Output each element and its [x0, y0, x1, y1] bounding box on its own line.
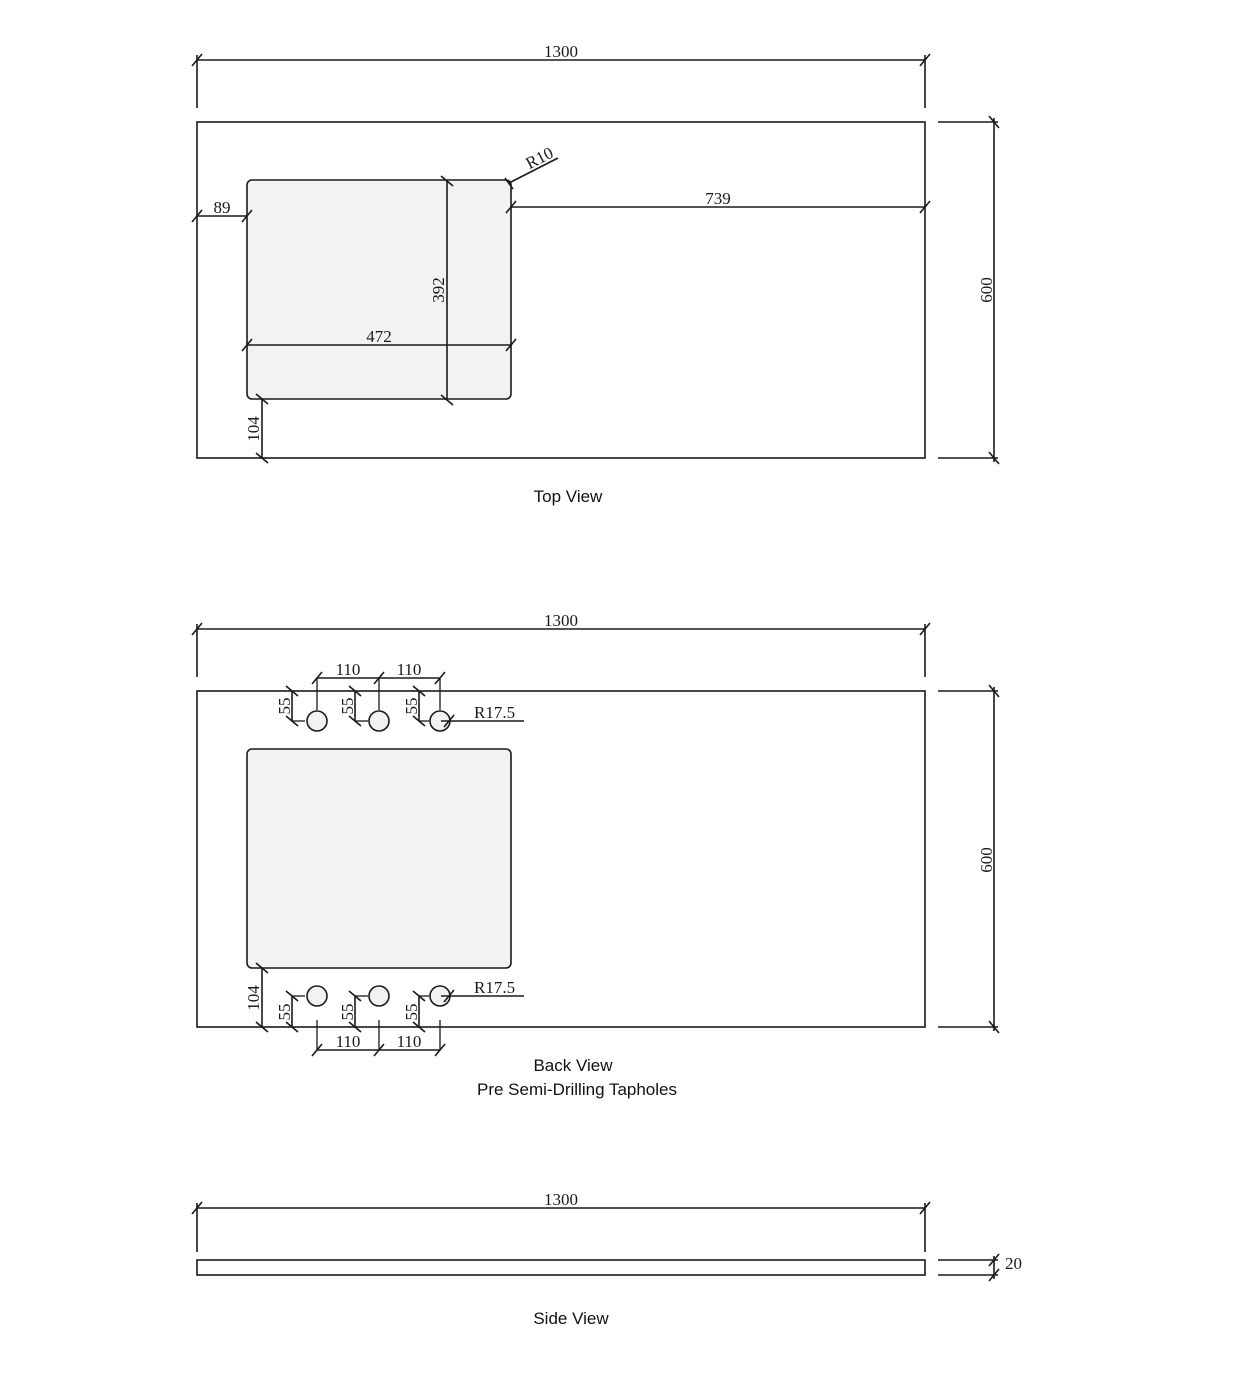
- top-basin-left-offset-dimension: 89: [191, 198, 253, 223]
- top-row-hole-radius: R17.5: [474, 703, 515, 722]
- top-overall-width-dimension: 600: [938, 115, 1000, 465]
- bottom-row-spacing-1: 110: [336, 1032, 361, 1051]
- taphole-bottom-1: [306, 985, 328, 1007]
- taphole-bottom-2: [368, 985, 390, 1007]
- top-row-edge-offset-1: 55: [275, 698, 294, 715]
- side-length-label: 1300: [544, 1190, 578, 1209]
- back-top-taphole-row: 110 110 55 55 55 R17.5: [275, 660, 524, 732]
- back-view: 1300 600 110 110: [191, 611, 1000, 1099]
- top-width-label: 600: [977, 277, 996, 303]
- top-basin-depth-dimension: 392: [429, 175, 454, 406]
- top-view: 1300 600 89 739: [191, 42, 1000, 506]
- back-length-label: 1300: [544, 611, 578, 630]
- side-view: 1300 20 Side View: [191, 1190, 1022, 1328]
- back-basin: [246, 748, 512, 969]
- bottom-row-edge-offset-3: 55: [402, 1004, 421, 1021]
- taphole-top-2: [368, 710, 390, 732]
- top-row-spacing-1: 110: [336, 660, 361, 679]
- back-bottom-taphole-row: 110 110 55 55 55 R17.5: [275, 978, 524, 1057]
- side-overall-length-dimension: 1300: [191, 1190, 931, 1252]
- back-view-caption: Back View: [533, 1056, 613, 1075]
- top-basin-width-label: 472: [366, 327, 392, 346]
- top-length-label: 1300: [544, 42, 578, 61]
- back-overall-width-dimension: 600: [938, 684, 1000, 1034]
- side-thickness-dimension: 20: [938, 1253, 1022, 1282]
- top-basin-front-offset-dimension: 104: [244, 393, 269, 464]
- bottom-row-edge-offset-2: 55: [338, 1004, 357, 1021]
- side-thickness-label: 20: [1005, 1254, 1022, 1273]
- back-basin-front-offset-dimension: 104: [244, 962, 269, 1033]
- side-slab-outline: [196, 1259, 926, 1276]
- top-basin-right-offset-dimension: 739: [505, 189, 931, 214]
- bottom-row-edge-offset-1: 55: [275, 1004, 294, 1021]
- top-view-caption: Top View: [534, 487, 603, 506]
- top-row-spacing-2: 110: [397, 660, 422, 679]
- bottom-row-spacing-2: 110: [397, 1032, 422, 1051]
- back-view-subcaption: Pre Semi-Drilling Tapholes: [477, 1080, 677, 1099]
- taphole-top-1: [306, 710, 328, 732]
- top-basin-width-dimension: 472: [241, 327, 517, 352]
- top-right-offset-label: 739: [705, 189, 731, 208]
- top-overall-length-dimension: 1300: [191, 42, 931, 108]
- back-front-offset-label: 104: [244, 985, 263, 1011]
- bottom-row-hole-radius: R17.5: [474, 978, 515, 997]
- top-row-edge-offset-3: 55: [402, 698, 421, 715]
- top-front-offset-label: 104: [244, 416, 263, 442]
- side-view-caption: Side View: [533, 1309, 609, 1328]
- back-overall-length-dimension: 1300: [191, 611, 931, 677]
- back-width-label: 600: [977, 847, 996, 873]
- top-basin: [246, 179, 512, 400]
- top-row-edge-offset-2: 55: [338, 698, 357, 715]
- top-basin-depth-label: 392: [429, 277, 448, 303]
- top-left-offset-label: 89: [214, 198, 231, 217]
